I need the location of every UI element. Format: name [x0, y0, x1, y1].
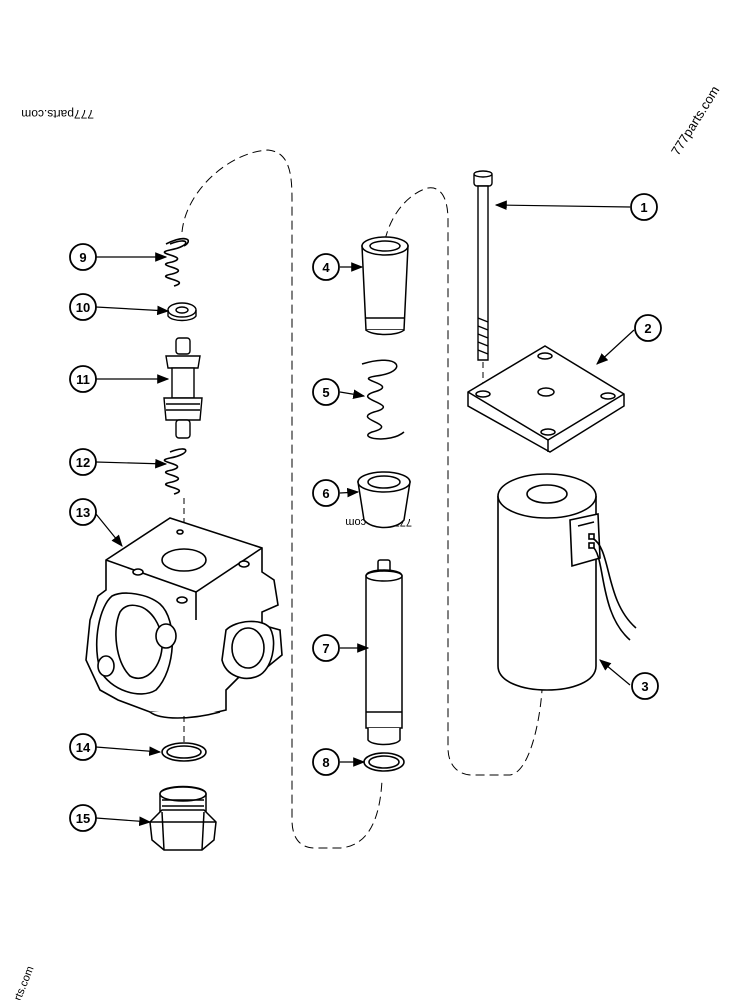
bolt-1	[473, 170, 493, 361]
callout-number: 7	[322, 641, 329, 656]
callout-number: 3	[641, 679, 648, 694]
callout-15: 15	[69, 804, 97, 832]
plug-15	[149, 785, 217, 851]
spring-seat-10	[167, 302, 197, 322]
callout-number: 4	[322, 260, 330, 275]
callout-6: 6	[312, 479, 340, 507]
callout-circle	[630, 193, 658, 221]
assembly-path-left	[181, 149, 383, 849]
callout-circle	[312, 634, 340, 662]
callout-number: 12	[76, 455, 90, 470]
valve-spool-11	[163, 337, 203, 439]
callout-13: 13	[69, 498, 97, 526]
callout-number: 1	[640, 200, 647, 215]
callout-number: 2	[644, 321, 651, 336]
callout-3: 3	[631, 672, 659, 700]
callout-2: 2	[634, 314, 662, 342]
assembly-path-middle	[384, 187, 543, 776]
callout-12: 12	[69, 448, 97, 476]
callout-circle	[69, 365, 97, 393]
callout-14: 14	[69, 733, 97, 761]
spring-5	[361, 359, 405, 440]
callout-number: 9	[79, 250, 86, 265]
callout-leaders	[95, 200, 635, 826]
callout-circle	[312, 748, 340, 776]
o-ring-14	[161, 742, 207, 762]
callout-circle	[312, 479, 340, 507]
cover-plate-2	[467, 345, 625, 453]
callout-number: 11	[76, 372, 90, 387]
callout-4: 4	[312, 253, 340, 281]
callout-circle	[634, 314, 662, 342]
spring-12	[163, 448, 187, 495]
callout-number: 6	[322, 486, 329, 501]
callout-number: 10	[76, 300, 90, 315]
spring-9	[163, 237, 190, 287]
callout-9: 9	[69, 243, 97, 271]
callout-number: 13	[76, 505, 90, 520]
callout-circle	[69, 293, 97, 321]
callout-circle	[69, 243, 97, 271]
callout-11: 11	[69, 365, 97, 393]
callout-circle	[631, 672, 659, 700]
plunger-cap-6	[357, 471, 411, 529]
callout-10: 10	[69, 293, 97, 321]
callout-circle	[312, 253, 340, 281]
callout-circle	[312, 378, 340, 406]
callout-number: 8	[322, 755, 329, 770]
callout-number: 5	[322, 385, 329, 400]
callout-circle	[69, 733, 97, 761]
o-ring-8	[363, 752, 405, 772]
callout-7: 7	[312, 634, 340, 662]
solenoid-coil-3	[497, 473, 637, 691]
callout-8: 8	[312, 748, 340, 776]
valve-body-13	[85, 517, 283, 719]
callout-5: 5	[312, 378, 340, 406]
callout-circle	[69, 804, 97, 832]
plunger-tube-7	[365, 559, 403, 746]
callout-number: 14	[76, 740, 91, 755]
callout-1: 1	[630, 193, 658, 221]
callout-circle	[69, 498, 97, 526]
callout-circle	[69, 448, 97, 476]
callout-number: 15	[76, 811, 90, 826]
sleeve-4	[361, 236, 409, 336]
